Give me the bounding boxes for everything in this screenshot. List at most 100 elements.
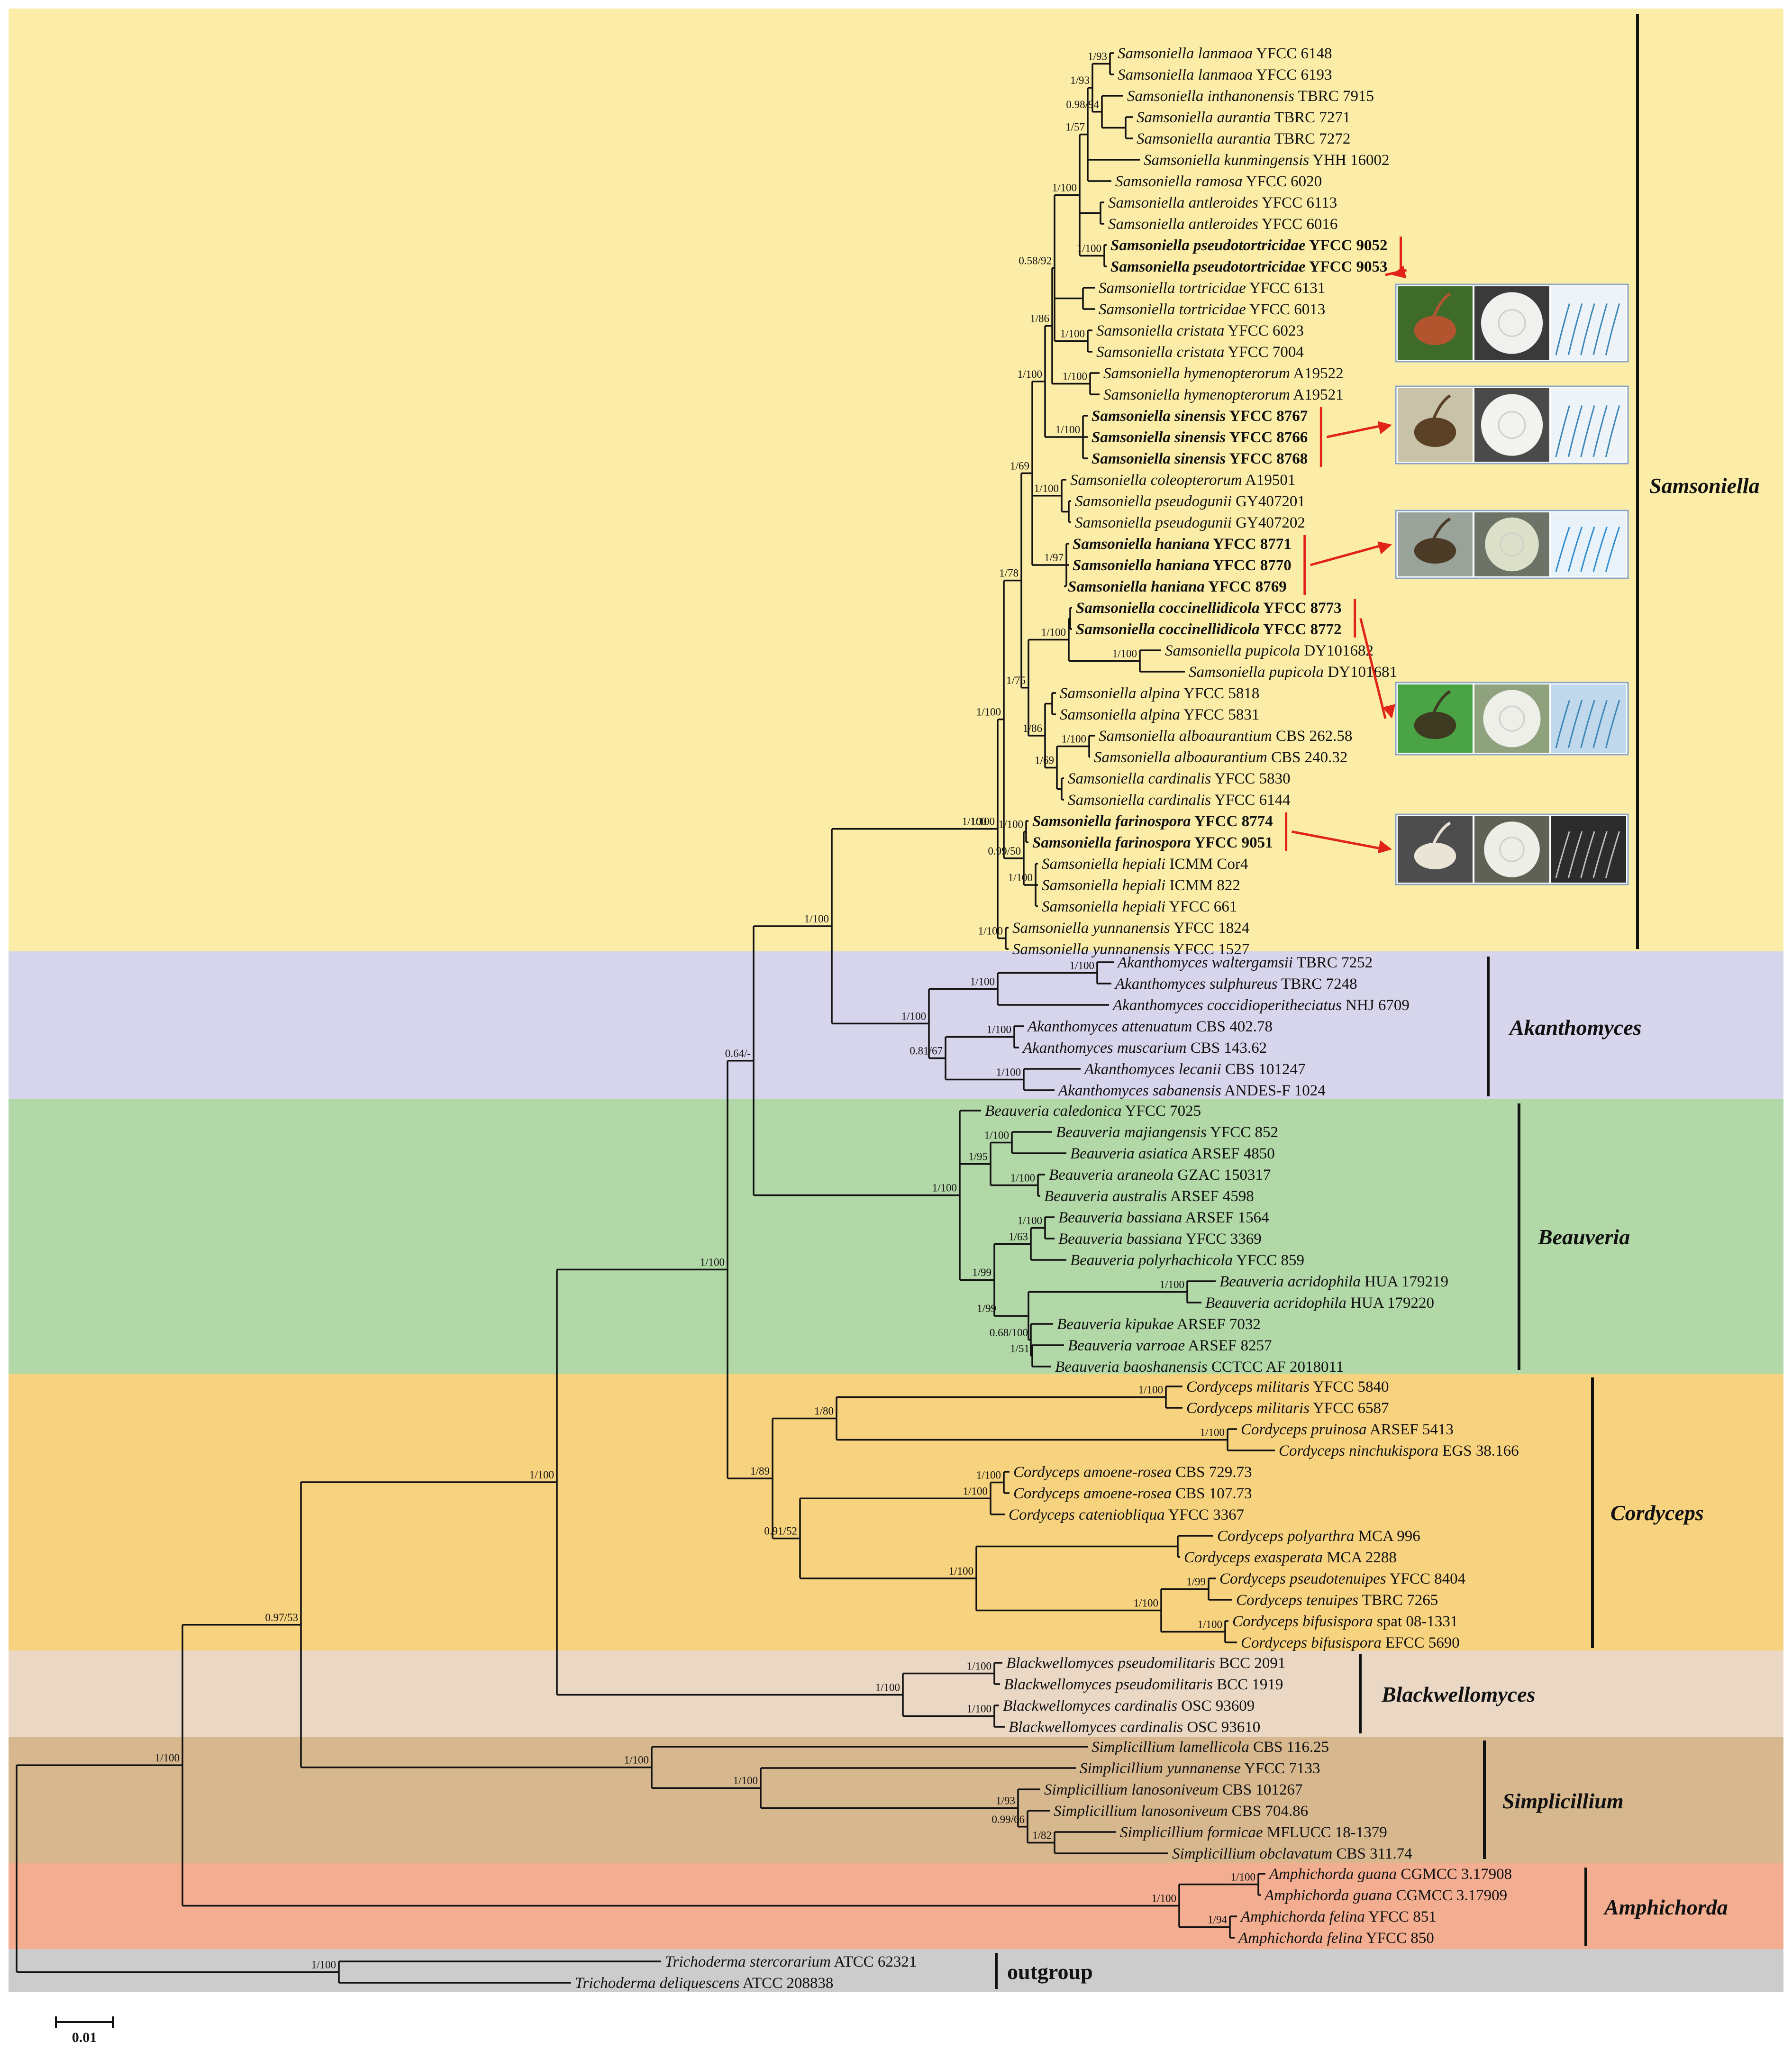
taxon-name: Samsoniella haniana (1068, 578, 1205, 595)
support-value: 1/100 (932, 1182, 957, 1194)
taxon-label: Beauveria bassiana ARSEF 1564 (1058, 1209, 1269, 1226)
taxon-name: Samsoniella pseudogunii (1075, 514, 1232, 531)
taxon-label: Samsoniella cristata YFCC 6023 (1096, 322, 1304, 339)
support-value: 1/100 (1198, 1619, 1222, 1631)
support-value: 1/93 (1070, 74, 1090, 86)
support-value: 1/100 (875, 1682, 900, 1694)
strain-code: YFCC 8772 (1260, 621, 1342, 638)
support-value: 1/78 (999, 567, 1019, 579)
taxon-label: Simplicillium yunnanense YFCC 7133 (1080, 1760, 1320, 1777)
taxon-name: Cordyceps pseudotenuipes (1219, 1570, 1386, 1587)
taxon-label: Amphichorda guana CGMCC 3.17908 (1268, 1866, 1512, 1883)
taxon-label: Samsoniella tortricidae YFCC 6013 (1099, 301, 1325, 318)
taxon-name: Samsoniella tortricidae (1099, 301, 1246, 318)
photo-panel-pseudotortricidae (1385, 237, 1629, 363)
taxon-label: Samsoniella ramosa YFCC 6020 (1115, 173, 1322, 190)
support-value: 1/100 (1008, 872, 1033, 884)
taxon-name: Blackwellomyces cardinalis (1003, 1697, 1177, 1714)
highlight-arrow (1326, 424, 1386, 438)
taxon-name: Samsoniella alpina (1060, 706, 1180, 723)
strain-code: YFCC 6131 (1246, 280, 1325, 297)
support-value: 1/100 (984, 1130, 1009, 1141)
colony-ring (1498, 309, 1526, 337)
taxon-label: Samsoniella hepiali YFCC 661 (1042, 898, 1237, 915)
band-blackwellomyces (9, 1650, 1783, 1737)
taxon-name: Samsoniella pseudogunii (1075, 493, 1232, 510)
support-value: 1/89 (750, 1465, 770, 1477)
strain-code: CGMCC 3.17909 (1392, 1887, 1507, 1904)
support-value: 1/69 (1010, 460, 1029, 472)
strain-code: DY101682 (1300, 642, 1374, 659)
strain-code: YFCC 8773 (1260, 600, 1342, 617)
support-value: 1/100 (999, 819, 1023, 830)
highlight-arrowhead (1392, 265, 1407, 279)
micrograph-hyphae (1567, 303, 1583, 356)
micrograph-hyphae (1580, 303, 1595, 356)
specimen-photo-panels (1285, 237, 1629, 885)
band-beauveria (9, 1099, 1783, 1374)
taxon-name: Samsoniella haniana (1073, 536, 1210, 553)
taxon-label: Cordyceps ninchukispora EGS 38.166 (1279, 1442, 1519, 1459)
taxon-label: Samsoniella aurantia TBRC 7272 (1137, 130, 1350, 147)
taxon-label: Cordyceps amoene-rosea CBS 107.73 (1013, 1485, 1252, 1502)
taxon-name: Samsoniella coleopterorum (1070, 472, 1242, 489)
micrograph-hyphae (1580, 700, 1595, 748)
support-value: 1/97 (1044, 552, 1064, 564)
micrograph-hyphae (1567, 700, 1583, 748)
taxon-name: Cordyceps polyarthra (1217, 1528, 1354, 1545)
taxon-label: Blackwellomyces pseudomilitaris BCC 2091 (1006, 1655, 1285, 1672)
strain-code: YFCC 6113 (1258, 194, 1337, 211)
taxon-name: Blackwellomyces pseudomilitaris (1004, 1676, 1213, 1693)
taxon-label: Akanthomyces sulphureus TBRC 7248 (1114, 975, 1357, 993)
taxon-name: Akanthomyces lecanii (1083, 1061, 1221, 1078)
support-value: 0.68/100 (990, 1327, 1028, 1339)
support-value: 1/100 (970, 975, 995, 987)
strain-code: ARSEF 8257 (1185, 1337, 1272, 1354)
strain-code: YFCC 9052 (1306, 237, 1388, 254)
tree-branches (16, 52, 1275, 1984)
taxon-label: Samsoniella cristata YFCC 7004 (1096, 344, 1304, 361)
taxon-name: Trichoderma deliquescens (575, 1975, 739, 1992)
strain-code: GY407202 (1232, 514, 1305, 531)
taxon-name: Trichoderma stercorarium (665, 1953, 831, 1970)
taxon-name: Samsoniella coccinellidicola (1076, 621, 1260, 638)
support-value: 1/100 (1010, 1172, 1035, 1184)
strain-code: GZAC 150317 (1173, 1167, 1271, 1184)
taxon-name: Samsoniella pupicola (1189, 664, 1324, 681)
support-value: 1/100 (962, 816, 987, 828)
taxon-label: Cordyceps amoene-rosea CBS 729.73 (1013, 1464, 1252, 1481)
taxon-label: Trichoderma stercorarium ATCC 62321 (665, 1953, 917, 1970)
specimen-image (1414, 538, 1456, 564)
strain-code: ATCC 208838 (739, 1975, 833, 1992)
strain-code: TBRC 7248 (1277, 975, 1357, 993)
support-value: 1/100 (1138, 1384, 1163, 1396)
strain-code: CBS 311.74 (1332, 1845, 1412, 1862)
strain-code: ATCC 62321 (831, 1953, 917, 1970)
support-value: 1/99 (1186, 1576, 1206, 1588)
strain-code: YFCC 8767 (1226, 408, 1308, 425)
stroma-image (1430, 394, 1451, 426)
strain-code: A19521 (1290, 386, 1344, 403)
strain-code: MCA 996 (1354, 1528, 1420, 1545)
taxon-name: Akanthomyces attenuatum (1027, 1018, 1192, 1035)
support-value: 1/100 (1018, 1215, 1042, 1227)
strain-code: YFCC 6023 (1224, 322, 1303, 339)
clade-label: Samsoniella (1649, 474, 1760, 498)
taxon-label: Beauveria polyrhachicola YFCC 859 (1070, 1252, 1304, 1269)
taxon-name: Samsoniella farinospora (1032, 834, 1191, 851)
taxon-label: Samsoniella antleroides YFCC 6113 (1108, 194, 1337, 211)
scale-bar-label: 0.01 (72, 2030, 97, 2045)
stroma-image (1430, 690, 1451, 720)
taxon-name: Cordyceps cateniobliqua (1009, 1506, 1165, 1523)
taxon-name: Samsoniella hymenopterorum (1103, 386, 1290, 403)
taxon-label: Samsoniella alboaurantium CBS 262.58 (1099, 728, 1352, 745)
taxon-label: Samsoniella inthanonensis TBRC 7915 (1127, 88, 1374, 105)
clade-label: Amphichorda (1603, 1895, 1728, 1919)
micrograph-hyphae (1605, 405, 1620, 457)
colony-image (1481, 292, 1543, 354)
highlight-arrow (1359, 618, 1387, 719)
taxon-name: Samsoniella aurantia (1137, 130, 1271, 147)
micrograph-hyphae (1605, 700, 1620, 748)
taxon-name: Beauveria bassiana (1058, 1209, 1182, 1226)
support-value: 1/86 (1030, 313, 1049, 325)
